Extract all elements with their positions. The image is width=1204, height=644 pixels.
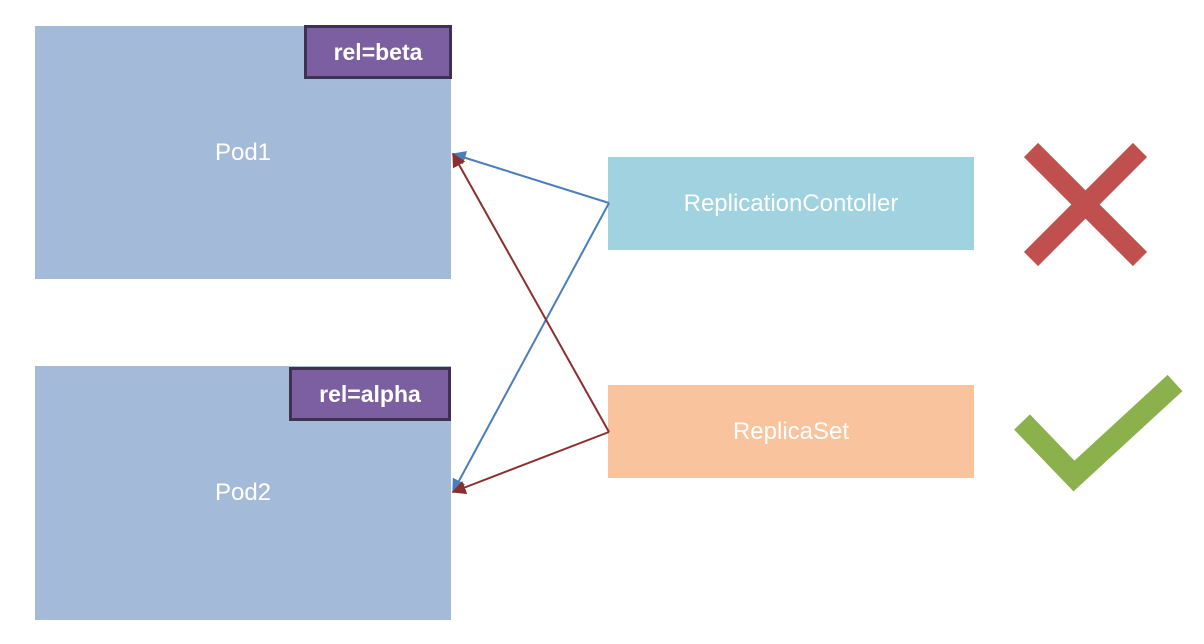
replication-controller-box: ReplicationContoller	[608, 157, 974, 250]
rc-to-pod2-arrow	[452, 202, 610, 494]
pod1-label-text: rel=beta	[333, 38, 423, 65]
cross-icon	[1023, 142, 1148, 267]
replica-set-title: ReplicaSet	[732, 417, 850, 445]
pod1-title: Pod1	[214, 138, 272, 166]
replica-set-box: ReplicaSet	[608, 385, 974, 478]
rc-to-pod1-arrow	[451, 151, 610, 204]
pod2-label-text: rel=alpha	[319, 380, 421, 407]
pod2-title: Pod2	[214, 479, 272, 506]
rs-to-pod2-arrow	[451, 431, 610, 495]
pod1-label-badge: rel=beta	[304, 25, 452, 79]
pod2-label-badge: rel=alpha	[289, 367, 451, 421]
rs-to-pod1-arrow	[452, 152, 610, 433]
check-icon	[1014, 374, 1183, 492]
replication-controller-title: ReplicationContoller	[683, 189, 899, 217]
